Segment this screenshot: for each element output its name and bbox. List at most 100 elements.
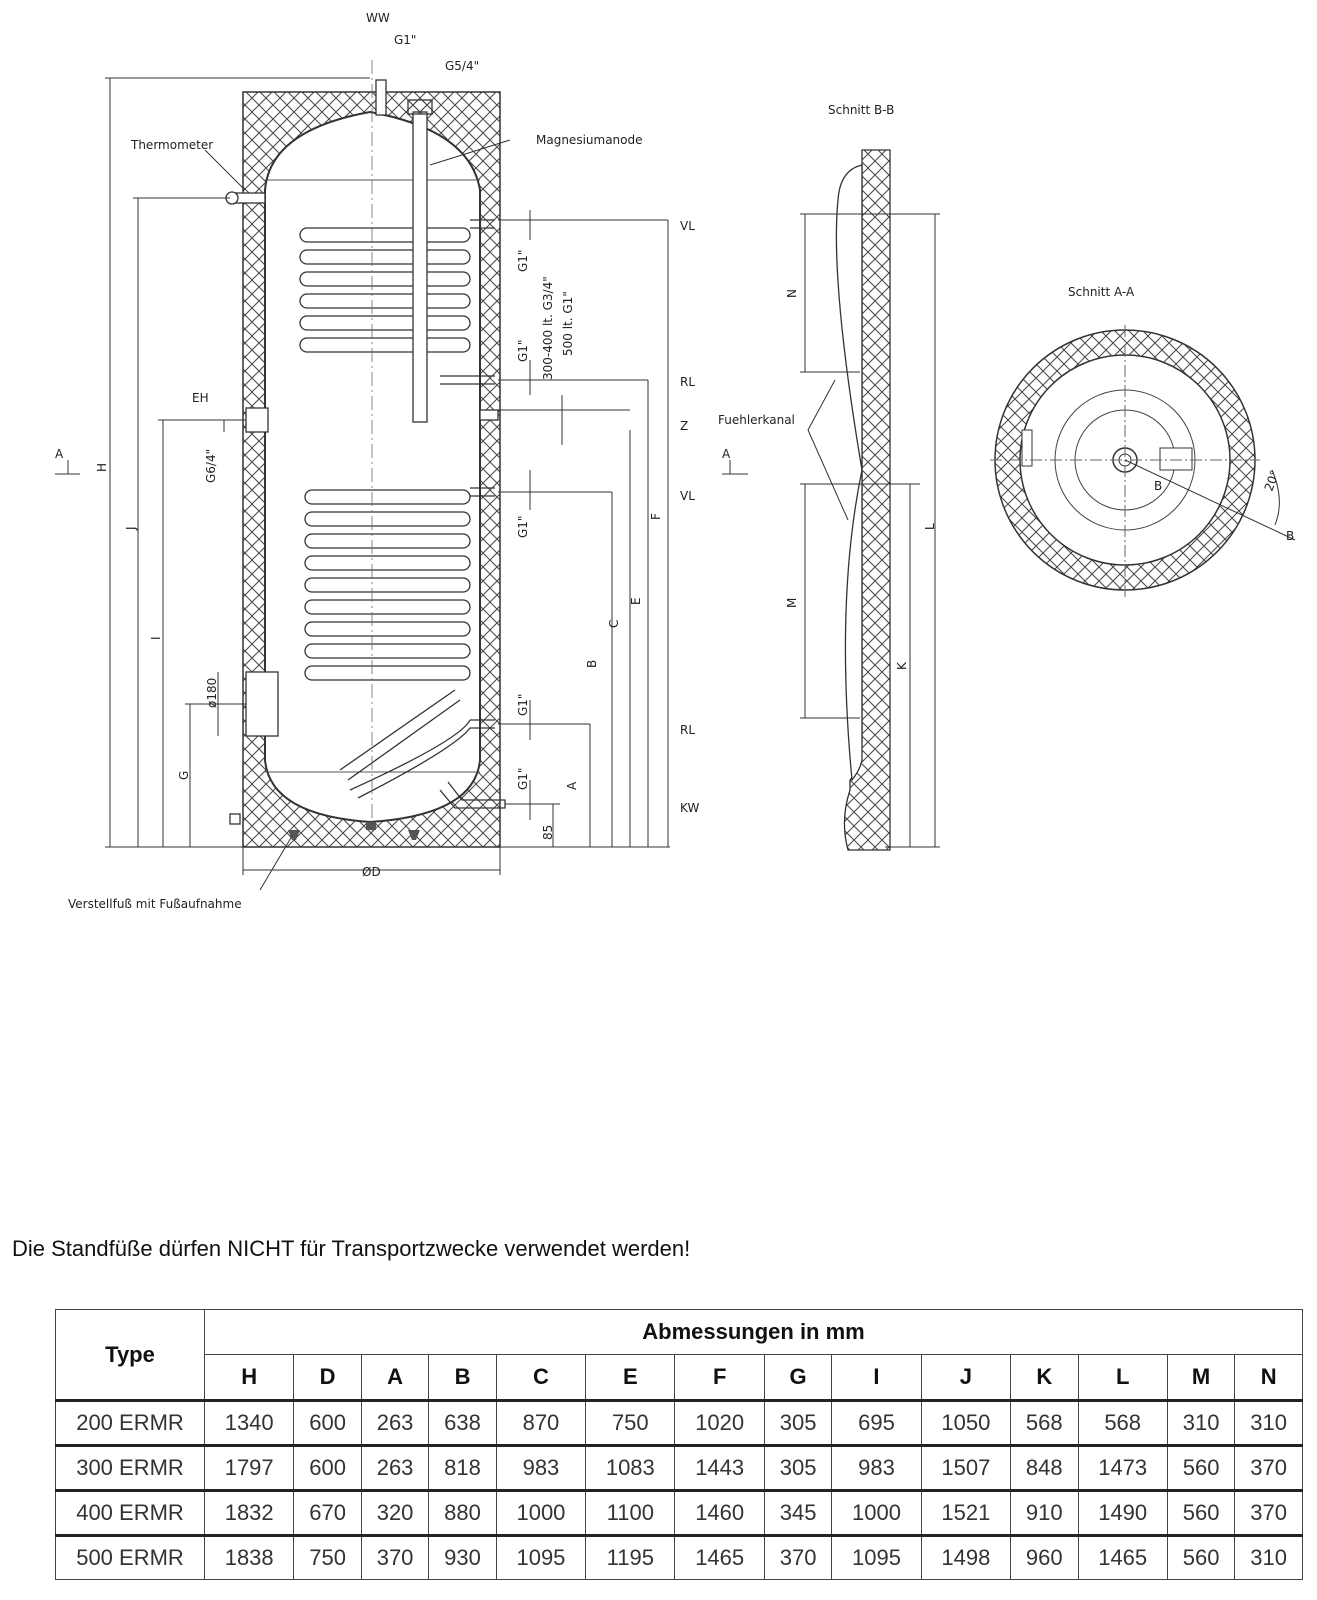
dimension-cell: 930 [428,1535,497,1580]
type-cell: 300 ERMR [55,1445,205,1491]
dimension-cell: 1000 [831,1490,922,1536]
label-d180: ø180 [205,678,219,708]
dimension-cell: 638 [428,1400,497,1446]
dimension-cell: 1095 [831,1535,922,1580]
column-header: C [495,1354,587,1401]
dimension-cell: 983 [495,1445,587,1491]
dimension-cell: 1340 [203,1400,295,1446]
dimensions-group-header: Abmessungen in mm [204,1309,1303,1355]
dimension-cell: 560 [1166,1490,1236,1536]
magnesium-anode [375,79,433,423]
dimension-cell: 910 [1010,1490,1079,1536]
column-header: H [203,1354,295,1401]
dim-e: E [629,597,643,605]
dimension-cell: 1521 [920,1490,1012,1536]
dimension-cell: 345 [763,1490,833,1536]
dimension-cell: 750 [585,1400,676,1446]
dim-g: G [177,771,191,780]
dimension-cell: 1838 [203,1535,295,1580]
dimension-cell: 1498 [920,1535,1012,1580]
dimension-cell: 310 [1166,1400,1236,1446]
dimension-cell: 1100 [585,1490,676,1536]
dimension-cell: 1050 [920,1400,1012,1446]
dim-b: B [585,660,599,668]
dimension-cell: 1507 [920,1445,1012,1491]
transport-warning: Die Standfüße dürfen NICHT für Transport… [12,1236,691,1261]
label-fuehlerkanal: Fuehlerkanal [718,413,795,427]
dimension-cell: 263 [360,1445,430,1491]
label-g54: G5/4" [445,59,479,73]
label-eh: EH [192,391,209,405]
dimension-cell: 1083 [585,1445,676,1491]
tank-shell [264,110,481,824]
dimension-cell: 1000 [495,1490,587,1536]
dim-j: J [124,526,138,531]
section-a-a [990,325,1296,600]
dimension-cell: 818 [428,1445,497,1491]
column-header: I [831,1354,922,1401]
dim-m: M [785,598,799,608]
label-magnesiumanode: Magnesiumanode [536,133,643,147]
dimension-cell: 750 [293,1535,362,1580]
dimension-cell: 310 [1234,1400,1303,1446]
label-g34: 300-400 lt. G3/4" [541,276,555,380]
label-rl-lower: RL [680,723,695,737]
dim-k: K [895,661,909,670]
label-g1-500: 500 lt. G1" [561,291,575,356]
dimension-cell: 1465 [1077,1535,1168,1580]
dim-h: H [95,463,109,472]
dimension-cell: 670 [293,1490,362,1536]
label-angle: 20° [1262,468,1282,493]
column-header: M [1166,1354,1236,1401]
technical-drawing: WW G1" G5/4" Magnesiumanode Thermometer … [55,11,1296,911]
dimension-cell: 560 [1166,1445,1236,1491]
dimension-cell: 370 [1234,1445,1303,1491]
dimension-cell: 305 [763,1400,833,1446]
label-rl-upper: RL [680,375,695,389]
column-header: A [360,1354,430,1401]
dimension-cell: 1490 [1077,1490,1168,1536]
column-header: L [1077,1354,1168,1401]
dim-l: L [923,523,937,530]
lower-heat-coil [304,487,506,809]
dimension-cell: 305 [763,1445,833,1491]
dimension-cell: 1460 [674,1490,765,1536]
label-g1-d: G1" [516,694,530,716]
title-schnitt-aa: Schnitt A-A [1068,285,1135,299]
column-header: N [1234,1354,1303,1401]
type-header: Type [55,1309,205,1401]
label-g64: G6/4" [204,449,218,483]
column-header: B [428,1354,497,1401]
type-cell: 400 ERMR [55,1490,205,1536]
type-cell: 200 ERMR [55,1400,205,1446]
label-g1-c: G1" [516,516,530,538]
dimension-cell: 560 [1166,1535,1236,1580]
dimension-cell: 263 [360,1400,430,1446]
arrow-a-left: A [55,447,64,461]
dim-c: C [607,620,621,628]
section-b-b [800,149,940,851]
dimension-cell: 1443 [674,1445,765,1491]
label-b-inner: B [1154,479,1162,493]
column-header: J [920,1354,1012,1401]
column-header: D [293,1354,362,1401]
dimension-cell: 960 [1010,1535,1079,1580]
dimension-cell: 370 [763,1535,833,1580]
dimension-cell: 370 [360,1535,430,1580]
label-g1-b: G1" [516,340,530,362]
dimension-cell: 880 [428,1490,497,1536]
label-ww: WW [366,11,390,25]
dim-n: N [785,289,799,298]
column-header: K [1010,1354,1079,1401]
label-b-outer: B [1286,529,1294,543]
column-header: F [674,1354,765,1401]
dimension-cell: 695 [831,1400,922,1446]
diagram-labels: WW G1" G5/4" Magnesiumanode Thermometer … [55,11,1294,911]
label-od: ØD [362,865,381,879]
dimension-cell: 1095 [495,1535,587,1580]
